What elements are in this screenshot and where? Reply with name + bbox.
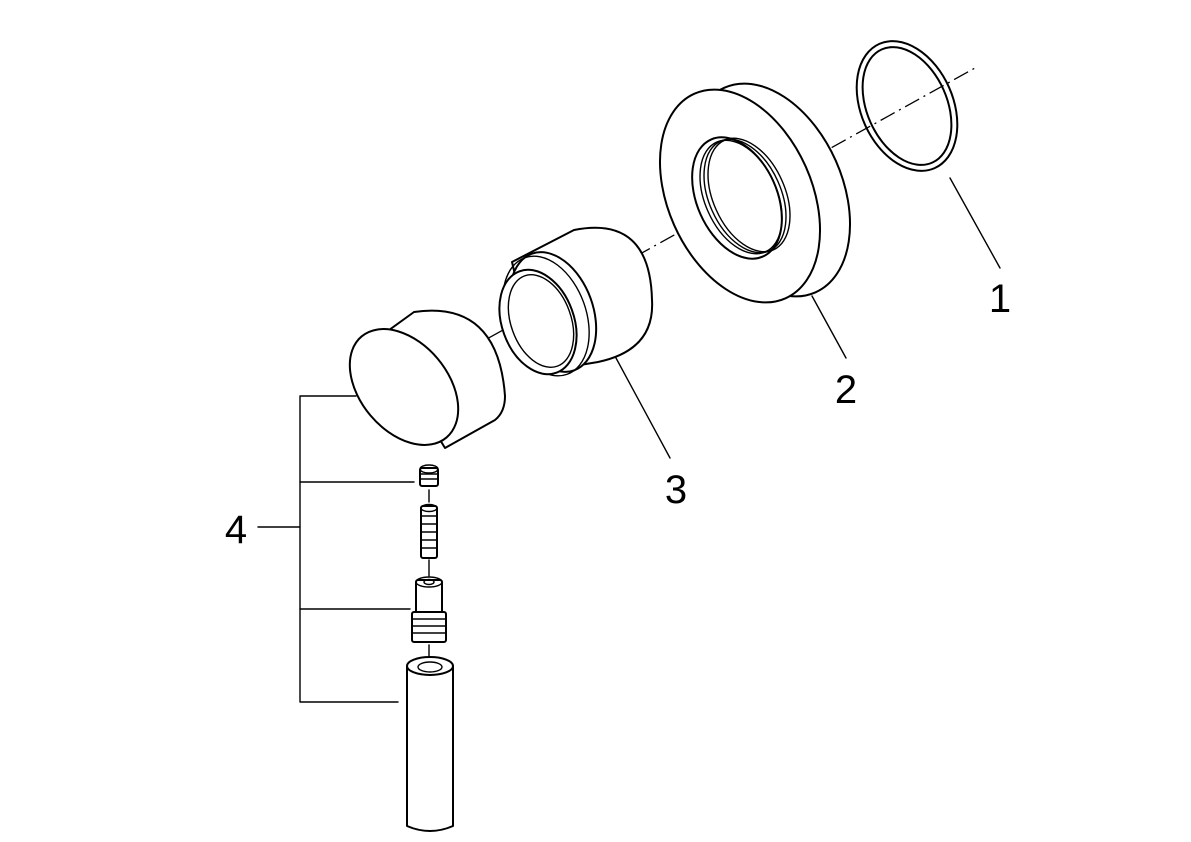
leader-bracket-4 [257, 395, 415, 703]
part-4-threaded-stud [420, 503, 438, 577]
part-4-lever-rod [406, 656, 454, 832]
callout-label-3: 3 [665, 468, 687, 512]
callout-label-4: 4 [225, 508, 247, 552]
part-1-o-ring [855, 40, 959, 172]
callout-label-1: 1 [989, 277, 1011, 321]
part-3-sleeve [498, 226, 654, 377]
leader-line-2 [811, 295, 847, 359]
center-axis [439, 67, 976, 366]
part-2-rosette [658, 82, 852, 304]
leader-line-3 [615, 357, 671, 459]
part-4-adapter [411, 576, 447, 657]
leader-line-1 [949, 177, 1001, 269]
part-4-set-screw [419, 464, 439, 503]
part-4-handle-cap [348, 309, 506, 449]
callout-label-2: 2 [835, 368, 857, 412]
